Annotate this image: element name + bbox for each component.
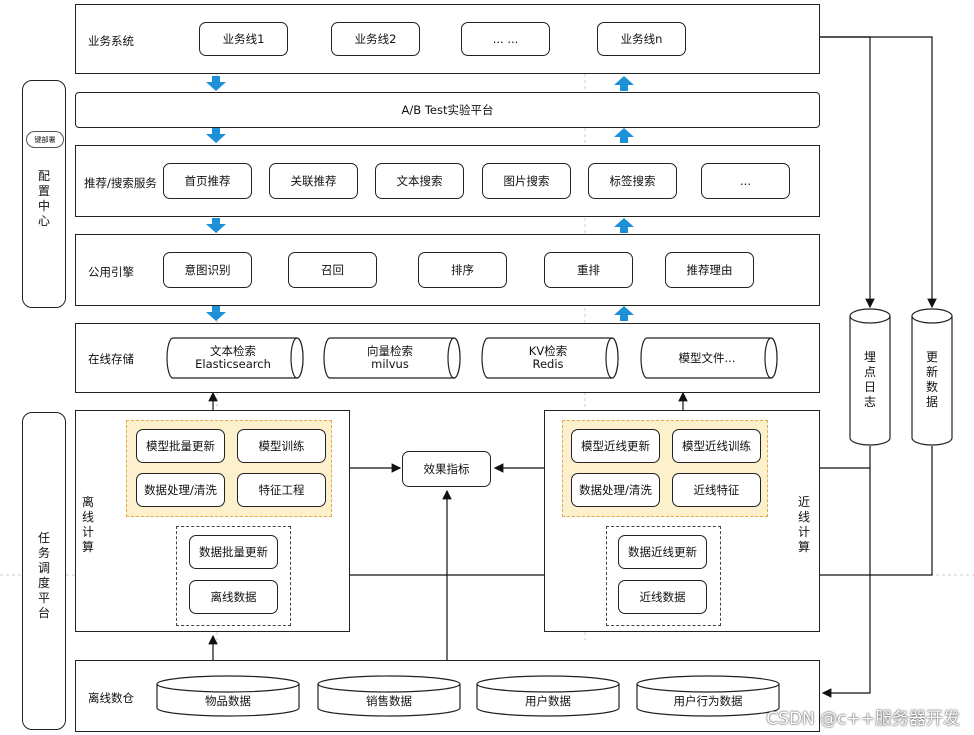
warehouse-user-data[interactable]: 用户数据 (525, 693, 571, 708)
tracking-log-cylinder[interactable]: 埋点日志 (863, 350, 876, 409)
scheduler-label: 任务调度平台 (37, 531, 50, 620)
warehouse-behavior-data[interactable]: 用户行为数据 (673, 693, 743, 708)
business-system-label: 业务系统 (88, 34, 134, 48)
business-line-more[interactable]: ... ... (461, 22, 550, 56)
offline-data-cleaning[interactable]: 数据处理/清洗 (136, 473, 225, 507)
nearline-compute-label: 近线计算 (797, 495, 810, 554)
nearline-data[interactable]: 近线数据 (618, 580, 707, 614)
offline-feature-engineering[interactable]: 特征工程 (237, 473, 326, 507)
engine-rerank[interactable]: 重排 (544, 252, 633, 288)
flow-to-update-data (820, 36, 937, 309)
engine-intent[interactable]: 意图识别 (163, 252, 252, 288)
blue-arrows (206, 76, 634, 321)
cloud-icon: 键部署 (26, 131, 64, 148)
engine-recall[interactable]: 召回 (288, 252, 377, 288)
storage-redis-sub: Redis (532, 357, 564, 371)
offline-data[interactable]: 离线数据 (189, 580, 278, 614)
search-image[interactable]: 图片搜索 (482, 163, 571, 199)
warehouse-item-data[interactable]: 物品数据 (205, 693, 251, 708)
flow-log-to-warehouse (821, 446, 871, 698)
scheduler-panel: 任务调度平台 (22, 412, 66, 730)
warehouse-sales-data[interactable]: 销售数据 (366, 693, 412, 708)
rec-related[interactable]: 关联推荐 (269, 163, 358, 199)
business-line-1[interactable]: 业务线1 (199, 22, 288, 56)
config-center-panel: 键部署 配置中心 (22, 80, 66, 308)
storage-es-title: 文本检索 (209, 344, 256, 358)
nearline-data-update[interactable]: 数据近线更新 (618, 535, 707, 569)
nearline-data-cleaning[interactable]: 数据处理/清洗 (571, 473, 660, 507)
search-tag[interactable]: 标签搜索 (588, 163, 677, 199)
online-storage-label: 在线存储 (88, 352, 134, 366)
offline-data-batch-update[interactable]: 数据批量更新 (189, 535, 278, 569)
ab-test-platform[interactable]: A/B Test实验平台 (75, 92, 820, 128)
nearline-model-training[interactable]: 模型近线训练 (672, 429, 761, 463)
csdn-watermark: CSDN @c++服务器开发 (766, 709, 960, 729)
storage-milvus-sub: milvus (371, 357, 409, 371)
storage-model-files[interactable]: 模型文件... (644, 338, 770, 378)
storage-redis-title: KV检索 (528, 344, 568, 358)
offline-warehouse-label: 离线数仓 (88, 691, 134, 705)
storage-es-sub: Elasticsearch (195, 357, 271, 371)
update-data-cylinder[interactable]: 更新数据 (925, 350, 938, 409)
storage-model-title: 模型文件... (678, 350, 736, 365)
offline-compute-label: 离线计算 (81, 495, 94, 554)
cloud-badge: 键部署 (34, 135, 56, 144)
config-center-label: 配置中心 (37, 169, 50, 228)
engine-reason[interactable]: 推荐理由 (665, 252, 754, 288)
nearline-model-update[interactable]: 模型近线更新 (571, 429, 660, 463)
rec-home[interactable]: 首页推荐 (163, 163, 252, 199)
storage-milvus-title: 向量检索 (367, 344, 413, 358)
offline-model-batch-update[interactable]: 模型批量更新 (136, 429, 225, 463)
rec-more[interactable]: ... (701, 163, 790, 199)
engine-rank[interactable]: 排序 (418, 252, 507, 288)
common-engine-label: 公用引擎 (88, 265, 134, 279)
recommend-search-label: 推荐/搜索服务 (84, 176, 157, 190)
business-line-2[interactable]: 业务线2 (331, 22, 420, 56)
effect-metrics[interactable]: 效果指标 (402, 451, 491, 487)
search-text[interactable]: 文本搜索 (375, 163, 464, 199)
offline-model-training[interactable]: 模型训练 (237, 429, 326, 463)
nearline-features[interactable]: 近线特征 (672, 473, 761, 507)
business-line-n[interactable]: 业务线n (597, 22, 686, 56)
